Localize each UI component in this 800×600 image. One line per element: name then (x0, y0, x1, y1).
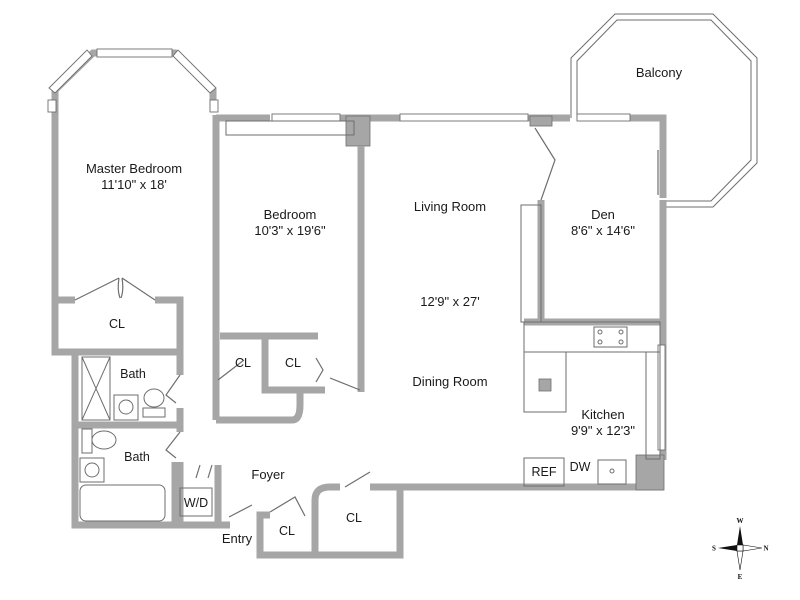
windows (225, 113, 666, 451)
master-bedroom-dims: 11'10" x 18' (101, 177, 167, 192)
master-bay-window (47, 48, 219, 352)
closet-label: CL (235, 356, 251, 370)
compass-icon: W E S N (712, 517, 768, 581)
svg-text:W: W (737, 517, 744, 525)
doors (74, 127, 659, 518)
svg-text:N: N (763, 545, 768, 553)
master-bedroom-label: Master Bedroom (86, 161, 182, 176)
closet-label: CL (279, 524, 295, 538)
bath-1-label: Bath (120, 367, 146, 381)
bedroom-dims: 10'3" x 19'6" (254, 223, 326, 238)
balcony-label: Balcony (636, 65, 683, 80)
den-dims: 8'6" x 14'6" (571, 223, 635, 238)
living-room-dims: 12'9" x 27' (420, 294, 479, 309)
bath-2-label: Bath (124, 450, 150, 464)
dining-room-label: Dining Room (412, 374, 487, 389)
kitchen-dims: 9'9" x 12'3" (571, 423, 635, 438)
living-room-label: Living Room (414, 199, 486, 214)
dishwasher-label: DW (570, 460, 591, 474)
balcony (570, 13, 758, 208)
closet-label: CL (346, 511, 362, 525)
bath-fixtures (79, 356, 166, 522)
washer-dryer-label: W/D (184, 496, 208, 510)
room-labels: Master Bedroom 11'10" x 18' Bedroom 10'3… (86, 65, 683, 546)
kitchen-label: Kitchen (581, 407, 624, 422)
foyer-label: Foyer (251, 467, 285, 482)
closet-label: CL (285, 356, 301, 370)
closet-label: CL (109, 317, 125, 331)
entry-label: Entry (222, 531, 253, 546)
den-label: Den (591, 207, 615, 222)
svg-text:E: E (738, 573, 743, 581)
bedroom-label: Bedroom (264, 207, 317, 222)
kitchen-fixtures (520, 204, 661, 487)
svg-text:S: S (712, 545, 716, 553)
refrigerator-label: REF (532, 465, 557, 479)
